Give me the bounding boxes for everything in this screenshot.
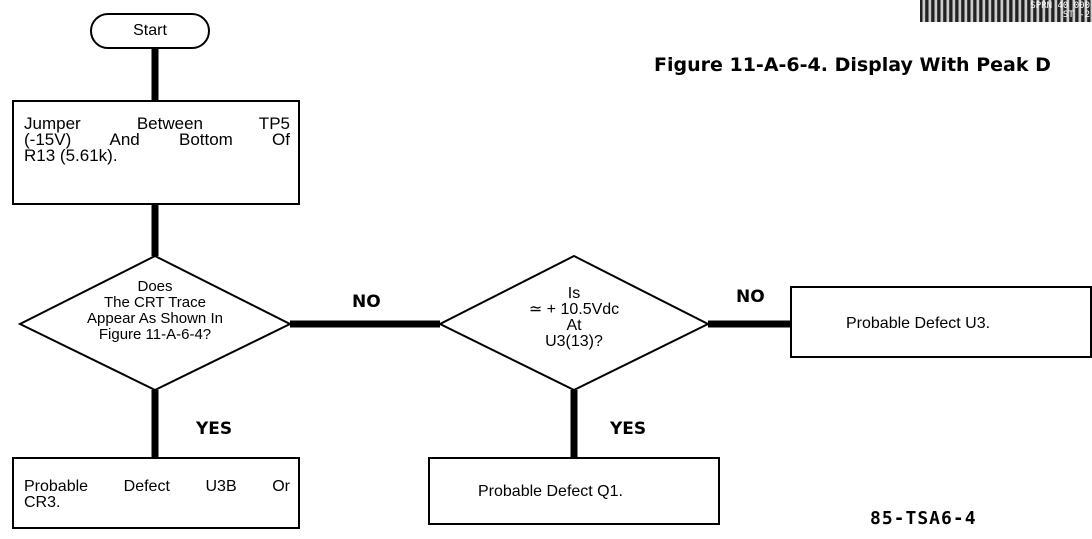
result-u3b-line-1: Probable Defect U3B Or [24, 478, 290, 495]
decision2-line-3: At [566, 317, 582, 334]
scan-text-line-1: SPRN 40 000 [1030, 1, 1090, 11]
result-q1-text: Probable Defect Q1. [478, 483, 623, 500]
decision1-line-1: Does [137, 278, 173, 295]
result-u3b-line-2: CR3. [24, 494, 61, 511]
decision2-line-1: Is [567, 285, 581, 302]
step-text-line-1: Jumper Between TP5 [24, 114, 290, 133]
decision2-diamond [437, 254, 711, 392]
result-box-u3b: Probable Defect U3B Or CR3. [12, 457, 300, 529]
scan-fragment-strip: SPRN 40 000 ST -2 [920, 0, 1092, 22]
step-text-line-2: (-15V) And Bottom Of [24, 130, 290, 149]
decision2-line-2: ≃ + 10.5Vdc [528, 301, 620, 318]
decision1-yes-label: YES [196, 419, 233, 439]
start-label: Start [133, 22, 167, 39]
start-terminator: Start [90, 13, 210, 49]
scan-text-line-2: ST -2 [1062, 10, 1090, 20]
decision2-line-4: U3(13)? [545, 333, 603, 350]
decision1-text: Does The CRT Trace Appear As Shown In Fi… [35, 279, 275, 343]
step-text-line-3: R13 (5.61k). [24, 146, 118, 165]
figure-caption: Figure 11-A-6-4. Display With Peak D [654, 54, 1051, 76]
result-box-u3: Probable Defect U3. [790, 286, 1092, 358]
decision1-line-4: Figure 11-A-6-4? [98, 326, 212, 343]
decision1-line-2: The CRT Trace [104, 294, 206, 311]
decision1-diamond [17, 254, 293, 392]
decision2-no-label: NO [736, 287, 765, 307]
decision1-no-label: NO [352, 292, 381, 312]
result-u3-text: Probable Defect U3. [846, 315, 991, 332]
decision2-text: Is ≃ + 10.5Vdc At U3(13)? [474, 286, 674, 350]
decision1-line-3: Appear As Shown In [87, 310, 223, 327]
decision2-yes-label: YES [610, 419, 647, 439]
figure-id: 85-TSA6-4 [870, 508, 977, 529]
step-box-jumper: Jumper Between TP5 (-15V) And Bottom Of … [12, 100, 300, 205]
result-box-q1: Probable Defect Q1. [428, 457, 720, 525]
